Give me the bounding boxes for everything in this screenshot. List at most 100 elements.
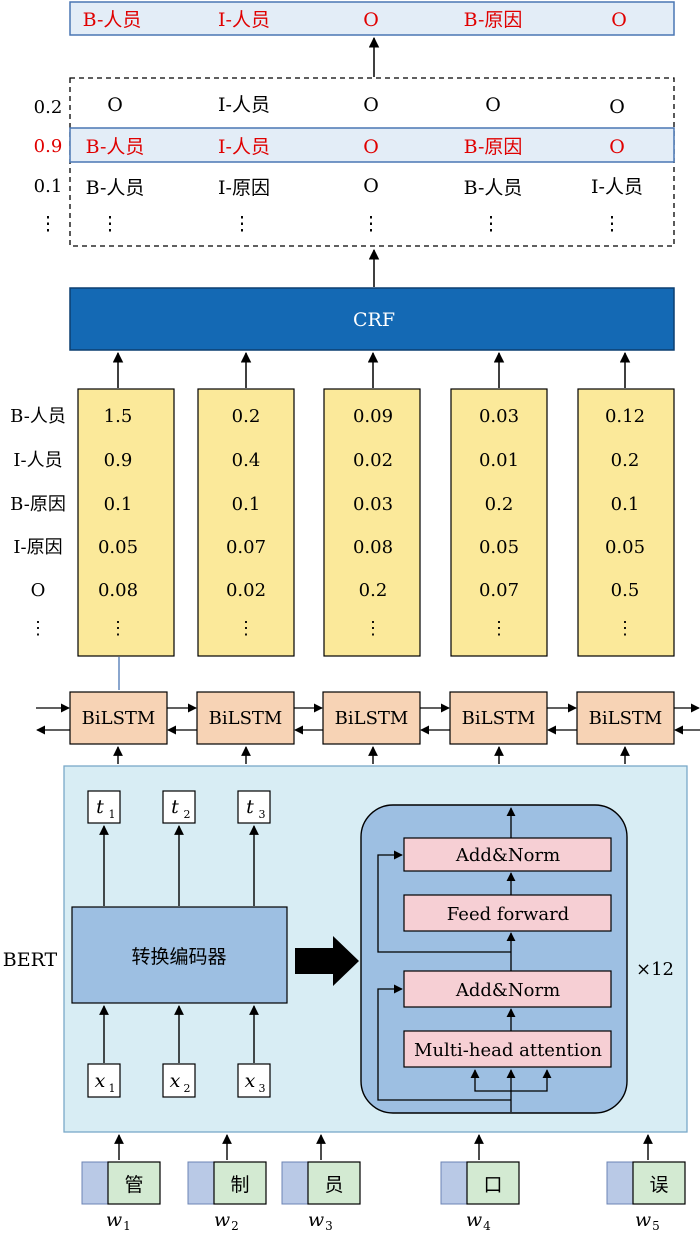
bilstm-box: [69, 691, 168, 745]
emission-score: ⋮: [109, 618, 127, 639]
candidate-ellipsis: ⋮: [603, 213, 622, 235]
emission-score: 0.1: [232, 494, 261, 515]
token-char: 员: [324, 1174, 343, 1196]
emission-column: 0.2 0.4 0.1 0.07 0.02 ⋮: [197, 351, 295, 657]
candidate-tag: O: [609, 136, 625, 158]
token-w-subscript: 5: [652, 1219, 660, 1233]
add-norm-bottom: [403, 970, 612, 1008]
token-char-box: [307, 1161, 361, 1205]
emission-column-box: [577, 388, 675, 657]
emission-score: 0.02: [226, 580, 266, 601]
token-embedding-box: [81, 1161, 109, 1205]
multi-head-attention-box: [403, 1030, 612, 1068]
bert-output-t1: t 1: [87, 790, 121, 824]
emission-column-box: [450, 388, 548, 657]
token-embedding-box: [440, 1161, 468, 1205]
token-embedding-box: [281, 1161, 309, 1205]
token-w-subscript: 2: [231, 1219, 239, 1233]
emission-score-columns: 1.50.90.10.050.08⋮0.20.40.10.070.02⋮0.09…: [77, 351, 675, 657]
candidate-ellipsis: ⋮: [482, 213, 501, 235]
emission-column-box: [197, 388, 295, 657]
emission-column: 1.50.90.10.050.08⋮: [77, 351, 175, 657]
emission-score: 0.9: [104, 450, 133, 471]
svg-text:Feed forward: Feed forward: [447, 904, 569, 925]
bilstm-label: BiLSTM: [589, 708, 663, 729]
emission-score: 0.2: [232, 406, 261, 427]
token-char: 口: [483, 1174, 502, 1196]
emission-score: ⋮: [237, 618, 255, 639]
bilstm-cell: BiLSTM: [576, 691, 675, 764]
emission-score: 0.05: [605, 537, 645, 558]
emission-row-labels: B-人员 I-人员 B-原因 I-原因 O ⋮: [10, 406, 66, 639]
svg-text:t: t: [96, 796, 104, 818]
token-w-subscript: 1: [123, 1219, 131, 1233]
emission-score: 0.1: [104, 494, 133, 515]
token-w: w: [466, 1209, 482, 1231]
candidate-tag: B-原因: [464, 136, 523, 158]
token-char-box: [632, 1161, 686, 1205]
bilstm-box: [449, 691, 548, 745]
emission-score: 0.5: [611, 580, 640, 601]
emission-score: 0.4: [232, 450, 261, 471]
output-label: O: [363, 9, 379, 31]
emission-score: 0.07: [479, 580, 519, 601]
encoder-label: 转换编码器: [131, 946, 226, 968]
bert-input-x3: x 3: [237, 1063, 271, 1098]
token-w: w: [214, 1209, 230, 1231]
bilstm-label: BiLSTM: [82, 708, 156, 729]
emission-score: 0.07: [226, 537, 266, 558]
emission-column: 0.030.010.20.050.07⋮: [450, 351, 548, 657]
candidate-tag: O: [363, 94, 379, 116]
feed-forward-box: [403, 894, 612, 932]
output-label-row: B-人员 I-人员 O B-原因 O: [69, 1, 675, 36]
emission-score: 0.05: [479, 537, 519, 558]
emission-score: 0.08: [98, 580, 138, 601]
candidate-ellipsis: ⋮: [233, 213, 252, 235]
token-w-subscript: 3: [325, 1219, 333, 1233]
emission-score: 0.05: [98, 537, 138, 558]
bert-output-t3: t 3: [237, 790, 271, 824]
token-char-box: [107, 1161, 161, 1205]
candidate-sequences: 0.2 O I-人员 O O O 0.9 B-人员 I-人员 O B-原因 O …: [34, 77, 675, 247]
svg-text:x: x: [170, 1070, 181, 1092]
svg-text:1: 1: [109, 1082, 116, 1095]
output-label: B-原因: [464, 9, 523, 31]
bilstm-cell: BiLSTM: [196, 691, 295, 764]
candidate-tag: B-人员: [464, 177, 523, 199]
candidate-tag: I-人员: [218, 136, 270, 158]
token-w: w: [635, 1209, 651, 1231]
token-char-box: [466, 1161, 520, 1205]
token-embedding-box: [187, 1161, 215, 1205]
emission-score: 0.08: [353, 537, 393, 558]
emission-column: 0.120.20.10.050.5⋮: [577, 351, 675, 657]
emission-score: 0.03: [353, 494, 393, 515]
transformer-layer-detail: Add&Norm Feed forward Add&Norm Multi-hea…: [360, 804, 628, 1114]
emission-row-label: B-人员: [10, 406, 66, 427]
svg-text:t: t: [246, 796, 254, 818]
candidate-tag: I-人员: [591, 176, 643, 198]
token-w-subscript: 4: [483, 1219, 491, 1233]
candidate-ellipsis: ⋮: [39, 213, 58, 235]
candidate-score: 0.2: [34, 97, 63, 118]
svg-text:3: 3: [259, 1082, 266, 1095]
candidate-tag: B-人员: [86, 177, 145, 199]
svg-text:Add&Norm: Add&Norm: [455, 845, 560, 866]
bilstm-label: BiLSTM: [462, 708, 536, 729]
emission-row-label: I-原因: [13, 537, 62, 558]
bilstm-box: [196, 691, 295, 745]
transformer-encoder: 转换编码器: [71, 906, 288, 1004]
emission-score: 0.01: [479, 450, 519, 471]
emission-row-label: O: [31, 580, 46, 601]
candidate-tag: O: [363, 136, 379, 158]
bilstm-cell: BiLSTM: [69, 691, 168, 764]
emission-score: 0.12: [605, 406, 645, 427]
candidate-score: 0.9: [34, 136, 63, 157]
